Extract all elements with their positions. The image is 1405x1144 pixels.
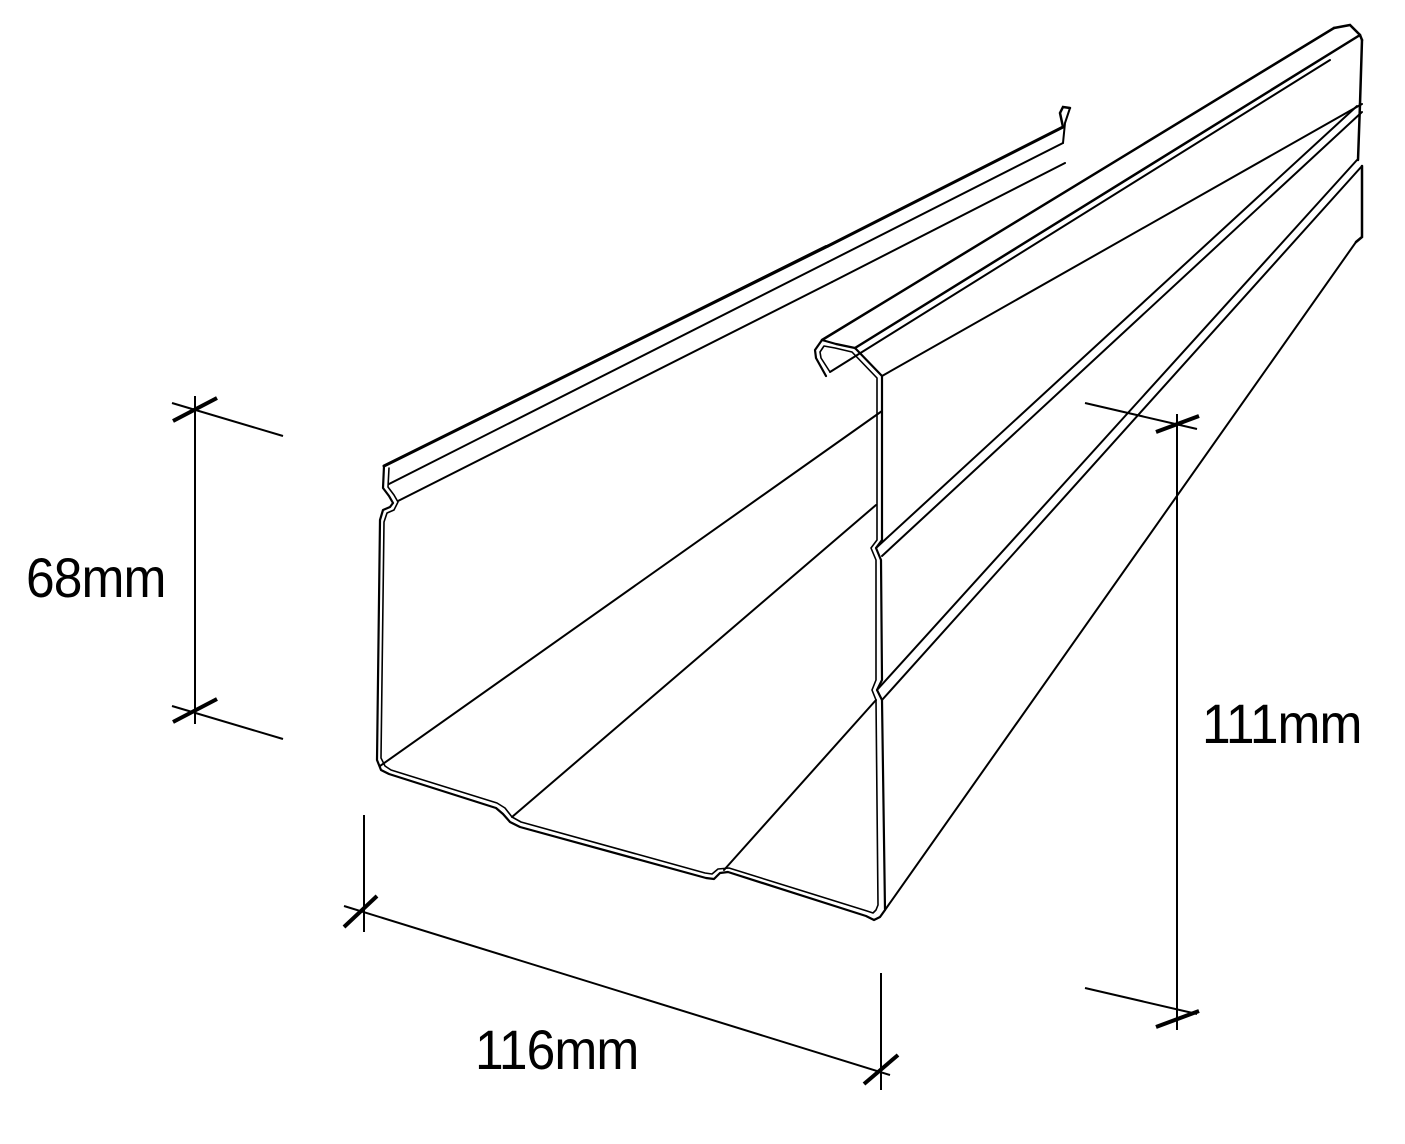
interior-fold-lines: [379, 410, 883, 871]
label-68mm: 68mm: [26, 546, 166, 609]
front-bead: [820, 23, 1364, 377]
front-face-ribs: [875, 102, 1364, 911]
near-cross-section: [375, 338, 887, 922]
label-111mm: 111mm: [1202, 692, 1362, 755]
label-116mm: 116mm: [475, 1018, 639, 1081]
dimension-116mm: [342, 815, 900, 1090]
back-flange: [382, 105, 1072, 502]
dimension-68mm: [171, 396, 284, 740]
dimension-111mm: [1084, 402, 1200, 1030]
